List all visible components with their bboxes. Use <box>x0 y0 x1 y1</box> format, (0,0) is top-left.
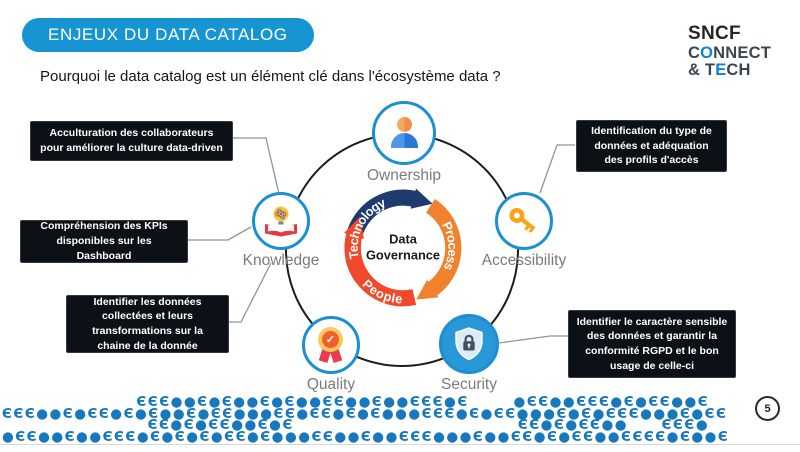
connector-access-type <box>539 144 575 194</box>
logo-connect: CONNECT <box>688 43 772 62</box>
logo-sncf: SNCF <box>688 23 741 44</box>
connector-lineage <box>229 262 272 323</box>
data-governance-hub: Technology Process People Data Governanc… <box>327 172 479 324</box>
page-number: 5 <box>764 402 771 415</box>
sncf-connect-tech-logo: SNCF CONNECT & TECH <box>688 23 772 80</box>
node-knowledge <box>252 192 310 250</box>
callout-kpis: Compréhension des KPIs disponibles sur l… <box>20 220 188 263</box>
connector-rgpd <box>498 335 568 344</box>
page-title-text: ENJEUX DU DATA CATALOG <box>48 25 288 44</box>
callout-access-type: Identification du type de données et adé… <box>576 120 727 172</box>
process-arrow <box>416 199 462 300</box>
node-accessibility-label: Accessibility <box>481 252 567 269</box>
people-arrow <box>344 216 417 307</box>
node-quality: ✓ <box>302 316 360 374</box>
node-ownership <box>372 101 436 165</box>
node-quality-label: Quality <box>306 376 356 393</box>
node-ownership-label: Ownership <box>366 167 442 184</box>
slide-bottom-divider <box>0 444 800 445</box>
logo-tech: & TECH <box>688 61 751 80</box>
svg-text:Process: Process <box>440 219 461 273</box>
connector-acculturation <box>232 137 280 195</box>
callout-lineage: Identifier les données collectées et leu… <box>66 295 229 353</box>
node-knowledge-label: Knowledge <box>242 252 320 269</box>
callout-acculturation: Acculturation des collaborateurs pour am… <box>30 121 233 161</box>
slide-subtitle: Pourquoi le data catalog est un élément … <box>40 68 501 85</box>
footer-pattern: ЄЄЄ●●Є●Є●●Є●Є●●ЄЄ●●Є●●ЄЄЄ●Є ●ЄЄ●●ЄЄЄ●Є●Є… <box>2 394 800 445</box>
page-number-badge: 5 <box>755 396 780 421</box>
key-icon <box>509 207 536 233</box>
center-title-line1: Data <box>389 231 418 246</box>
connector-kpis <box>187 226 252 241</box>
logo-blue-e: E <box>715 61 727 80</box>
person-icon <box>387 117 421 149</box>
shield-lock-icon <box>455 327 483 361</box>
logo-blue-o: O <box>700 43 714 62</box>
footer-pattern-row: ЄЄ●Є●ЄЄ●●Є●Є ЄЄ●Є●ЄЄ●● ЄЄЄ● <box>2 417 710 433</box>
process-label: Process <box>440 219 461 273</box>
page-title: ENJEUX DU DATA CATALOG <box>22 18 314 52</box>
center-title-line2: Governance <box>366 247 440 262</box>
footer-pattern-row: ●ЄЄ●●Є●●ЄЄЄ●Є●Є●Є●ЄЄ●Є●●●ЄЄ●●Є●●ЄЄЄ●●●Є●… <box>2 428 730 445</box>
governance-cycle-diagram: Technology Process People Data Governanc… <box>344 188 462 307</box>
footer-pattern-row: ЄЄЄ●●Є●Є●●Є●Є●●ЄЄ●●Є●●ЄЄЄ●Є ●ЄЄ●●ЄЄЄ●Є●Є… <box>2 394 710 410</box>
medal-check: ✓ <box>322 331 339 348</box>
node-accessibility <box>495 192 553 250</box>
medal-icon: ✓ <box>314 327 348 363</box>
callout-rgpd: Identifier le caractère sensible des don… <box>568 310 736 378</box>
book-bulb-icon <box>265 206 297 237</box>
footer-pattern-row: ЄЄЄ●●Є●ЄЄ●Є●Є●●Є●ЄЄ●●●ЄЄ●ЄЄ●Є●Є●●●ЄЄЄ●Є●… <box>2 405 728 422</box>
node-security <box>439 314 499 374</box>
node-security-label: Security <box>441 376 497 393</box>
